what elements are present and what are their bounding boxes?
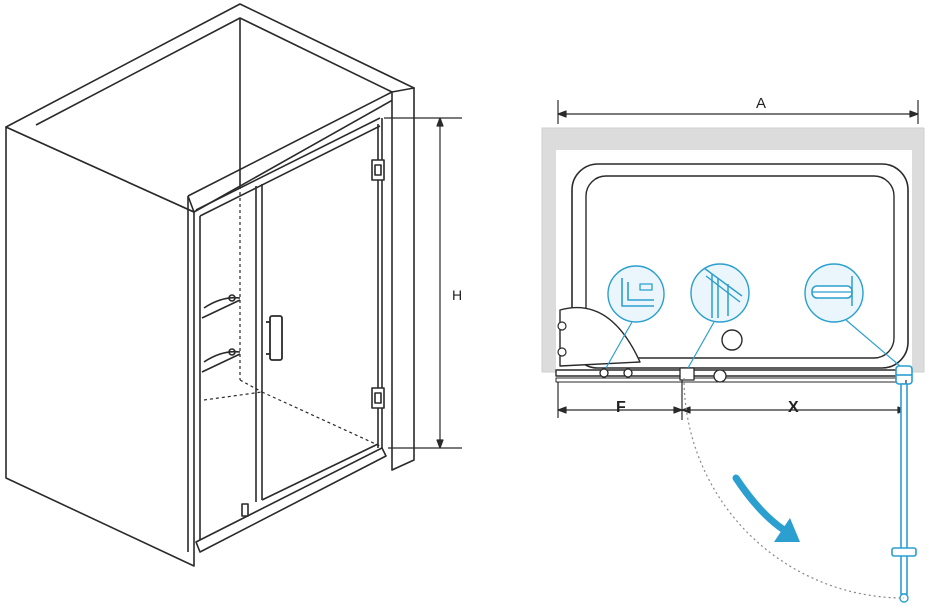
- fixed-panel-label: F: [616, 399, 626, 416]
- glass-fittings: [599, 367, 727, 383]
- wall-profile-detail-icon: [607, 265, 665, 323]
- door-top-rail: [195, 117, 381, 211]
- threshold-plan: [555, 377, 909, 383]
- glass-clamp-detail-icon: [804, 263, 864, 323]
- panel-dimensions: [557, 380, 907, 420]
- plan-view: [541, 100, 925, 603]
- right-wall-front-face: [391, 87, 415, 471]
- lower-shelf: [201, 350, 241, 373]
- wall-hinge: [895, 365, 913, 385]
- door-opening-label: X: [788, 399, 799, 416]
- bottom-pivot-clip: [241, 503, 249, 517]
- shelf-bracket-2: [557, 347, 567, 357]
- width-label: A: [756, 95, 766, 112]
- height-label: H: [452, 287, 462, 303]
- upper-shelf-bracket: [228, 294, 236, 302]
- open-door: [891, 383, 917, 603]
- lower-shelf-bracket: [228, 348, 236, 356]
- open-door-handle: [891, 547, 917, 557]
- hidden-lines: [203, 186, 381, 447]
- door-handle: [266, 315, 283, 361]
- width-dimension: [557, 100, 919, 124]
- door-bottom-edge: [261, 443, 379, 501]
- height-dimension: [384, 117, 462, 449]
- upper-hinge: [371, 159, 385, 181]
- left-wall-inner-edge: [187, 195, 195, 213]
- swing-arrow-icon: [732, 474, 800, 542]
- hinge-detail-icon: [690, 263, 750, 323]
- upper-shelf: [201, 296, 241, 319]
- shower-tray-inner: [585, 175, 895, 359]
- drain: [721, 329, 743, 351]
- corner-shelf: [559, 306, 641, 367]
- shelf-bracket-1: [557, 321, 567, 331]
- door-top-rail-inner: [199, 125, 381, 217]
- door-swing-arc: [683, 377, 905, 599]
- isometric-view: [5, 3, 462, 567]
- threshold: [195, 447, 387, 553]
- upper-hinge-inner: [374, 164, 382, 176]
- glass-line: [555, 369, 909, 377]
- left-wall-top-inner-rim: [35, 17, 393, 197]
- lower-hinge-inner: [374, 392, 382, 404]
- callout-leaders: [605, 319, 901, 369]
- lower-hinge: [371, 387, 385, 409]
